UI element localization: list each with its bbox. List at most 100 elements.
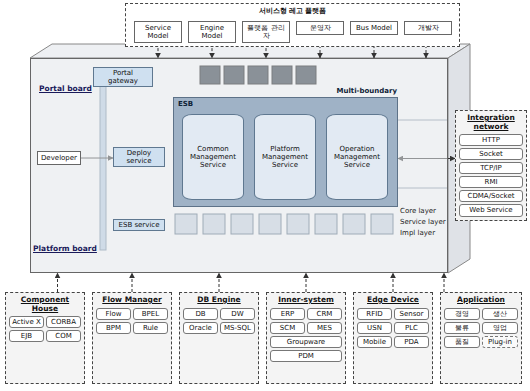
item-chip: 품질 (444, 336, 480, 348)
item-chip: ERP (270, 308, 305, 320)
item-chip: MS-SQL (220, 322, 255, 334)
node-label: Operation Management Service (330, 145, 384, 169)
node-label: RMI (462, 178, 520, 186)
connector (57, 273, 58, 292)
item-chip: MES (307, 322, 342, 334)
group-title: DB Engine (183, 296, 255, 305)
node-label: PDM (273, 352, 339, 360)
node-label: DB (186, 310, 215, 318)
item-chip: PDA (394, 336, 429, 348)
node-label: COM (49, 332, 78, 340)
actor-box: Service Model (134, 21, 182, 43)
node-label: SCM (273, 324, 302, 332)
node-label: MS-SQL (223, 324, 252, 332)
node-label: 품질 (447, 338, 477, 346)
item-chip: DW (220, 308, 255, 320)
actor-box: 플랫폼 관리자 (242, 21, 290, 43)
item-chip: 영업 (482, 322, 518, 334)
node-label: 물류 (447, 324, 477, 332)
item-chip: 물류 (444, 322, 480, 334)
layer-label: Core layer (400, 207, 436, 215)
resource-group: Application경영생산물류영업품질Plug-in (440, 292, 522, 384)
resource-group: Component HouseActive X CORBA EJB COM (5, 292, 85, 384)
item-chip: Active X (9, 316, 44, 328)
resource-group: DB EngineDB DW Oracle MS-SQL (179, 292, 259, 384)
item-chip: Mobile (357, 336, 392, 348)
node-label: MES (310, 324, 339, 332)
actor-box: Bus Model (350, 21, 398, 35)
actor-box: Engine Model (188, 21, 236, 43)
node-label: 개발자 (407, 24, 449, 32)
resource-group: Flow ManagerFlow BPEL BPM Rule (92, 292, 172, 384)
item-chip: Web Service (459, 204, 523, 216)
actor-box: Developer (37, 151, 81, 165)
node-label: DW (223, 310, 252, 318)
item-chip: HTTP (459, 134, 523, 146)
service-box: Deploy service (113, 147, 165, 167)
item-chip: TCP/IP (459, 162, 523, 174)
node-label: ESB (174, 98, 397, 110)
group-title: Edge Device (357, 296, 429, 305)
item-chip: Plug-in (482, 336, 518, 348)
item-chip: BPM (96, 322, 131, 334)
node-label: PLC (397, 324, 426, 332)
item-chip: RMI (459, 176, 523, 188)
resource-group: Edge DeviceRFIDSensorUSNPLCMobilePDA (353, 292, 433, 384)
node-label: Web Service (462, 206, 520, 214)
item-chip: DB (183, 308, 218, 320)
actor-box: 개발자 (404, 21, 452, 35)
esb-area: ESBMulti-boundaryCommon Management Servi… (173, 97, 398, 207)
actor-box: 운영자 (296, 21, 344, 35)
item-chip: Rule (133, 322, 168, 334)
actor-group: 서비스형 레고 플랫폼Service ModelEngine Model플랫폼 … (125, 3, 460, 47)
item-chip: CORBA (46, 316, 81, 328)
item-chip: CDMA/Socket (459, 190, 523, 202)
group-title: Component House (9, 296, 81, 313)
node-label: CDMA/Socket (462, 192, 520, 200)
platform-box-depth (30, 44, 470, 273)
item-chip: SCM (270, 322, 305, 334)
item-chip: 경영 (444, 308, 480, 320)
node-label: USN (360, 324, 389, 332)
node-label: 경영 (447, 310, 477, 318)
item-chip: PLC (394, 322, 429, 334)
item-chip: RFID (357, 308, 392, 320)
node-label: Mobile (360, 338, 389, 346)
layer-label: Impl layer (400, 229, 435, 237)
node-label: Active X (12, 318, 41, 326)
node-label: Engine Model (191, 24, 233, 40)
layer-label: Service layer (400, 218, 446, 226)
item-chip: EJB (9, 330, 44, 342)
item-chip: CRM (307, 308, 342, 320)
node-label: Plug-in (485, 338, 515, 346)
network-group: Integration networkHTTP SocketTCP/IP RMI CD… (455, 110, 527, 221)
item-chip: BPEL (133, 308, 168, 320)
node-label: Multi-boundary (336, 87, 397, 95)
node-label: CORBA (49, 318, 78, 326)
node-label: BPM (99, 324, 128, 332)
node-label: ESB service (117, 221, 161, 229)
node-label: Common Management Service (186, 145, 240, 169)
node-label: Developer (40, 154, 78, 162)
item-chip: Socket (459, 148, 523, 160)
item-chip: Flow (96, 308, 131, 320)
item-chip: Oracle (183, 322, 218, 334)
group-title: Inner-system (270, 296, 342, 305)
connector (306, 273, 307, 292)
item-chip: COM (46, 330, 81, 342)
board-label: Portal board (39, 85, 92, 94)
node-label: TCP/IP (462, 164, 520, 172)
node-label: Portal gateway (97, 69, 149, 85)
item-chip: Groupware (270, 336, 342, 348)
node-label: Deploy service (117, 149, 161, 165)
platform-box: Portal boardPlatform boardPortal gateway… (30, 58, 448, 273)
group-title: Flow Manager (96, 296, 168, 305)
node-label: EJB (12, 332, 41, 340)
group-title: Integration network (459, 114, 523, 131)
service-box: ESB service (113, 219, 165, 231)
node-label: 운영자 (299, 24, 341, 32)
node-label: Service Model (137, 24, 179, 40)
node-label: Flow (99, 310, 128, 318)
resource-group: Inner-systemERPCRM SCM MES GroupwarePDM (266, 292, 346, 384)
connector (219, 273, 220, 292)
